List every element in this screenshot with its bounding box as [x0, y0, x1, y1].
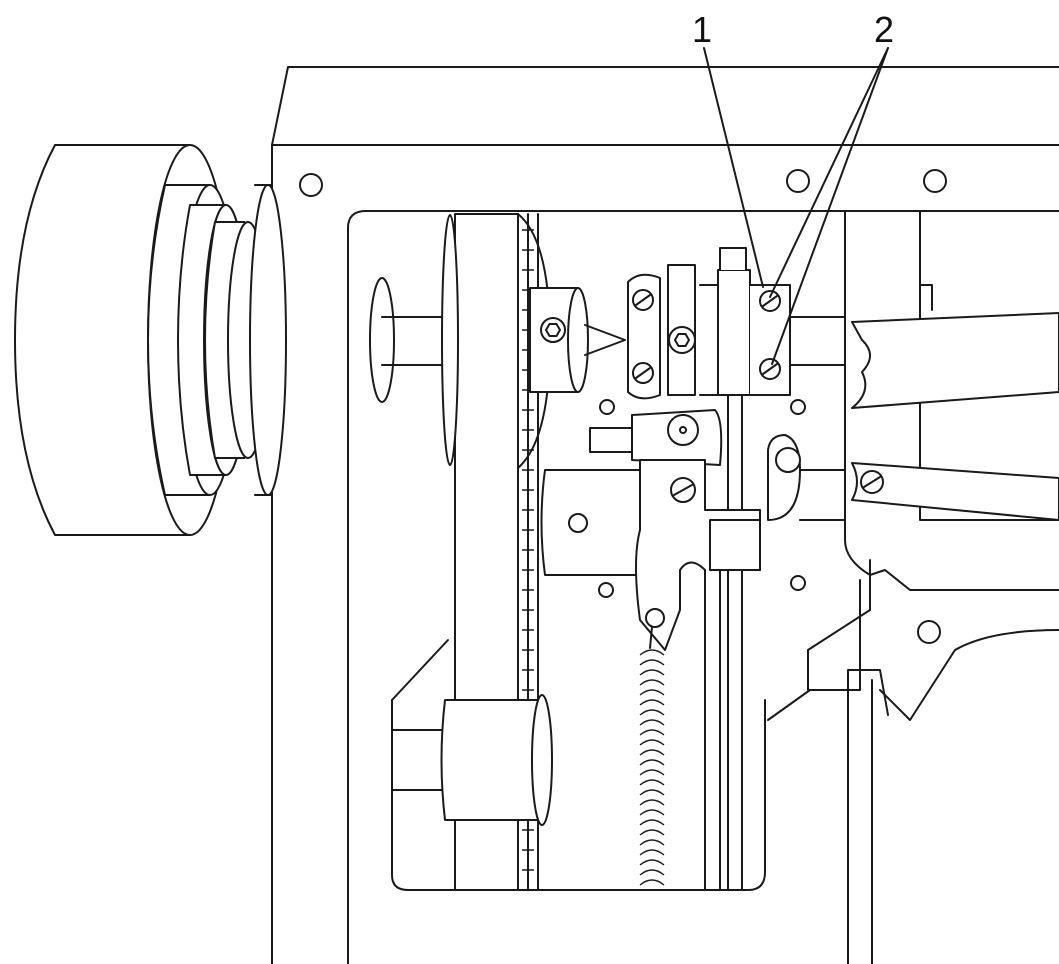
- timing-belt: [440, 213, 553, 891]
- right-lever-arm: [767, 312, 1059, 721]
- main-shaft: [369, 277, 846, 403]
- inner-cavity: [347, 210, 1059, 964]
- tension-spring: [639, 626, 665, 886]
- callout-label-2: 2: [874, 9, 894, 50]
- handwheel: [14, 144, 287, 536]
- callout-label-1: 1: [692, 9, 712, 50]
- callout-leaders: [703, 47, 889, 365]
- clamp-block: [717, 247, 791, 396]
- eccentric-body: [540, 399, 806, 598]
- take-up-lever: [589, 409, 846, 891]
- shaft-collar: [529, 287, 626, 393]
- needle-bar: [727, 394, 743, 891]
- needle-bar-crank: [627, 264, 761, 400]
